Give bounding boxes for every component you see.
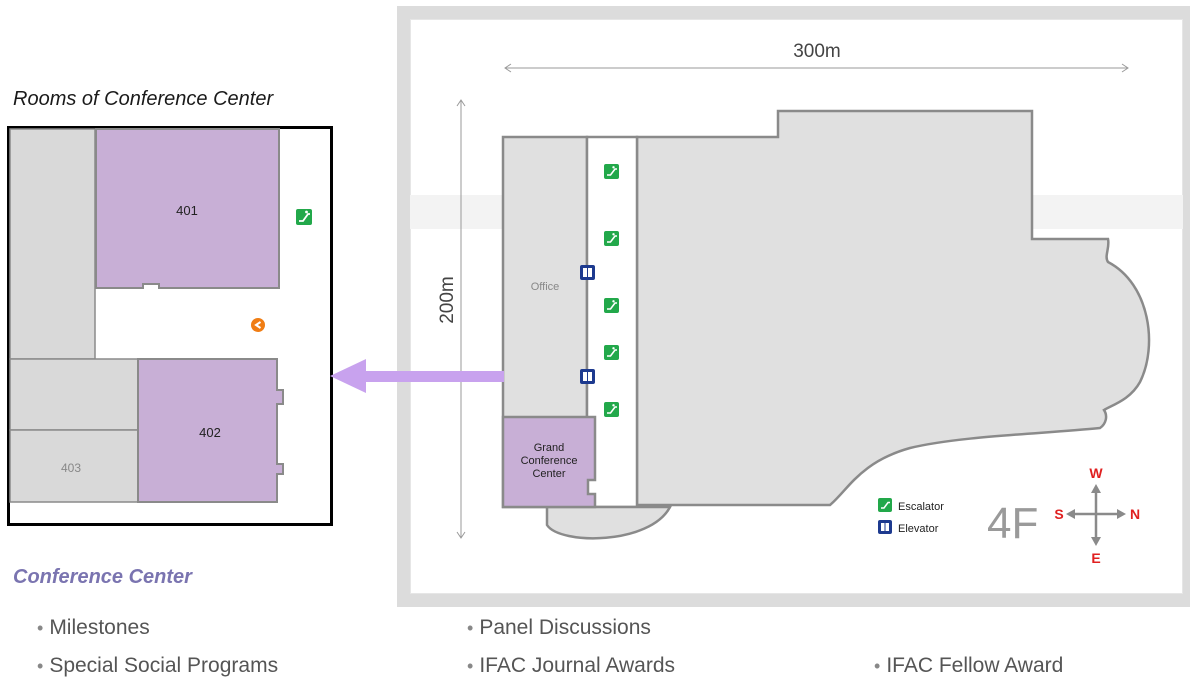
height-dimension-line [456, 99, 466, 539]
room-401-label: 401 [176, 203, 198, 218]
height-label: 200m [437, 276, 458, 324]
list-item[interactable]: IFAC Journal Awards [467, 654, 675, 678]
grand-conference-center[interactable] [501, 415, 597, 509]
list-item-label: IFAC Fellow Award [886, 654, 1064, 677]
conference-rooms-plan: 401 403 402 [7, 126, 333, 526]
escalator-icon [296, 209, 312, 225]
room-403-label: 403 [61, 461, 81, 475]
escalator-icon [604, 164, 619, 179]
grand-center-line2: Conference [521, 455, 578, 467]
room-403[interactable] [9, 429, 139, 503]
you-are-here-icon [251, 318, 265, 332]
list-item[interactable]: Special Social Programs [37, 654, 278, 678]
list-item[interactable]: Panel Discussions [467, 616, 651, 640]
compass-icon [1066, 484, 1126, 546]
pointer-arrow [330, 359, 504, 393]
office-label: Office [531, 281, 560, 293]
escalator-icon [604, 231, 619, 246]
list-item[interactable]: IFAC Fellow Award [874, 654, 1063, 678]
floor-label: 4F [987, 499, 1038, 548]
room-402-label: 402 [199, 425, 221, 440]
grand-center-line3: Center [532, 468, 565, 480]
escalator-icon [604, 298, 619, 313]
width-label: 300m [793, 41, 841, 62]
escalator-icon [604, 402, 619, 417]
compass-n: N [1130, 506, 1140, 522]
list-item-label: Panel Discussions [479, 616, 651, 639]
room-401[interactable] [95, 128, 280, 289]
legend-escalator-icon [878, 498, 892, 512]
lobby-area [545, 505, 673, 540]
width-dimension-line [504, 63, 1129, 73]
escalator-icon [604, 345, 619, 360]
list-item-label: Milestones [49, 616, 150, 639]
list-item[interactable]: Milestones [37, 616, 150, 640]
list-item-label: IFAC Journal Awards [479, 654, 676, 677]
section-heading: Conference Center [13, 566, 192, 588]
compass-e: E [1091, 550, 1100, 566]
legend-escalator-label: Escalator [898, 501, 944, 513]
elevator-icon [580, 369, 595, 384]
compass-w: W [1089, 465, 1103, 481]
legend-elevator-label: Elevator [898, 523, 939, 535]
room-402[interactable] [137, 358, 284, 503]
legend-elevator-icon [878, 520, 892, 534]
compass-s: S [1054, 506, 1063, 522]
list-item-label: Special Social Programs [49, 654, 279, 677]
rooms-title: Rooms of Conference Center [13, 88, 274, 110]
grand-center-line1: Grand [534, 442, 565, 454]
elevator-icon [580, 265, 595, 280]
main-hall-area [635, 109, 1151, 507]
